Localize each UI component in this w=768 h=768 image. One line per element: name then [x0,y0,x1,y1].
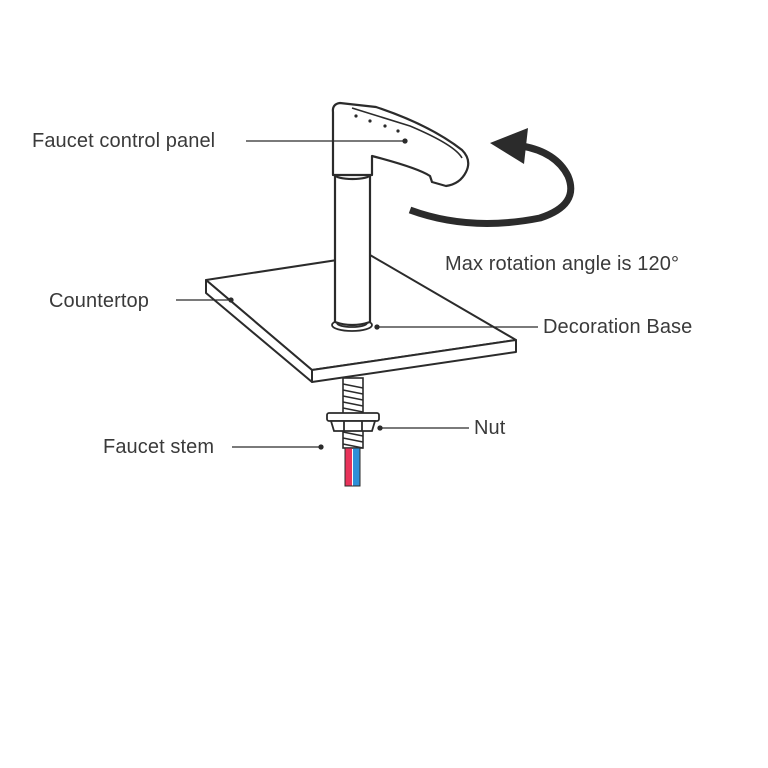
cold-water-pipe [353,448,360,486]
label-countertop: Countertop [49,290,149,312]
label-max-rotation-angle: Max rotation angle is 120° [445,253,680,275]
label-decoration-base: Decoration Base [543,316,693,338]
faucet-body [331,101,470,327]
rotation-arrow [408,128,575,227]
nut [326,412,380,432]
control-panel-buttons [354,114,400,133]
hot-water-pipe [345,448,352,486]
label-nut: Nut [474,417,506,439]
leader-lines [176,138,538,450]
water-pipes [344,447,361,487]
label-faucet-stem: Faucet stem [103,436,215,458]
label-faucet-control-panel: Faucet control panel [32,130,216,152]
